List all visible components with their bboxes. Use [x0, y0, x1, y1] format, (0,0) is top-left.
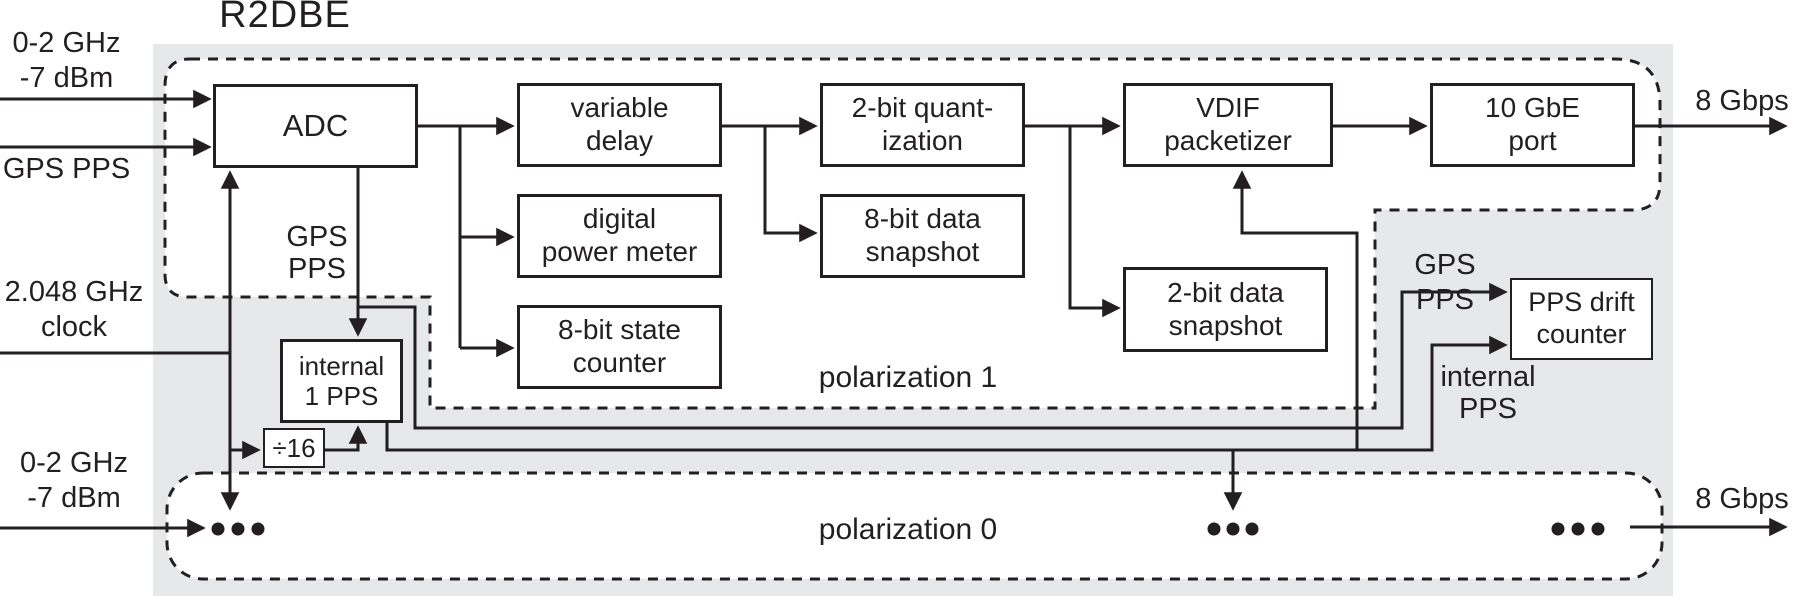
annotation-polarization0: polarization 0 — [818, 513, 998, 546]
divider-label: ÷16 — [272, 432, 316, 463]
internal-1pps-line2: 1 PPS — [304, 381, 379, 411]
state-counter-line1: 8-bit state — [558, 314, 681, 346]
block-digital-power-meter: digital power meter — [517, 194, 722, 278]
snapshot8-line2: snapshot — [865, 236, 980, 267]
input-label-clock: 2.048 GHz clock — [0, 275, 148, 345]
diagram-title: R2DBE — [219, 0, 351, 36]
vdif-line2: packetizer — [1164, 125, 1292, 156]
signal-lines — [0, 89, 1788, 538]
ellipsis-left — [211, 522, 265, 536]
annotation-polarization1: polarization 1 — [818, 361, 998, 394]
adc-label: ADC — [282, 107, 349, 143]
clock-freq: 2.048 GHz — [4, 276, 144, 308]
state-counter-line2: counter — [572, 347, 667, 378]
input-label-gps-pps: GPS PPS — [2, 153, 131, 185]
gps-pps-feed-line1: GPS — [286, 221, 348, 253]
internalpps-to-vdif-line — [1232, 170, 1359, 450]
pol0-signal-power: -7 dBm — [27, 481, 121, 514]
block-8bit-data-snapshot: 8-bit data snapshot — [820, 194, 1025, 278]
pol1-signal-power: -7 dBm — [19, 61, 114, 94]
divider-to-internal1pps-line — [325, 425, 368, 452]
block-vdif-packetizer: VDIF packetizer — [1123, 83, 1333, 167]
block-adc: ADC — [213, 84, 418, 168]
pol0-signal-freq: 0-2 GHz — [20, 447, 128, 479]
input-label-pol0-signal: 0-2 GHz -7 dBm — [0, 446, 148, 516]
block-8bit-state-counter: 8-bit state counter — [517, 305, 722, 389]
annotation-gps-pps-feed: GPS PPS — [278, 221, 356, 286]
annotation-internal-pps-right: internal PPS — [1428, 361, 1548, 426]
snapshot8-line1: 8-bit data — [864, 203, 981, 235]
snapshot2-line1: 2-bit data — [1167, 276, 1284, 308]
block-10gbe-port: 10 GbE port — [1430, 83, 1635, 167]
ellipsis-dots — [211, 522, 1605, 536]
quantization-line1: 2-bit quant- — [851, 92, 994, 124]
power-meter-line1: digital — [582, 203, 657, 235]
quantization-line2: ization — [882, 125, 963, 156]
delay-to-snapshot8-line — [763, 126, 818, 243]
output-label-pol1-rate: 8 Gbps — [1695, 85, 1789, 117]
power-meter-line2: power meter — [541, 236, 698, 267]
clock-word: clock — [40, 310, 108, 343]
input-label-pol1-signal: 0-2 GHz -7 dBm — [0, 26, 133, 96]
variable-delay-line2: delay — [586, 125, 653, 156]
internalpps-to-driftcounter-line — [385, 335, 1508, 452]
pps-drift-line2: counter — [1536, 319, 1627, 349]
snapshot2-line2: snapshot — [1168, 309, 1283, 341]
block-pps-drift-counter: PPS drift counter — [1510, 278, 1653, 360]
gps-pps-feed-line2: PPS — [287, 253, 347, 286]
output-label-pol0-rate: 8 Gbps — [1695, 483, 1789, 515]
pol1-signal-freq: 0-2 GHz — [12, 27, 121, 59]
ellipsis-middle — [1207, 522, 1259, 536]
internal-pps-right-line1: internal — [1440, 361, 1536, 393]
gpspps-to-driftcounter-line — [358, 282, 1508, 430]
quantization-to-snapshot2-line — [1068, 126, 1121, 318]
vdif-line1: VDIF — [1196, 92, 1260, 124]
internal-1pps-line1: internal — [298, 350, 385, 381]
pps-drift-line1: PPS drift — [1528, 287, 1635, 318]
block-internal-1pps: internal 1 PPS — [280, 339, 403, 423]
annotation-gps-pps-right: GPS PPS — [1414, 249, 1476, 316]
block-variable-delay: variable delay — [517, 83, 722, 167]
gbe-line2: port — [1508, 125, 1557, 156]
block-2bit-data-snapshot: 2-bit data snapshot — [1123, 267, 1328, 352]
ellipsis-right — [1551, 522, 1605, 536]
gbe-line1: 10 GbE — [1485, 92, 1580, 124]
block-divide-by-16: ÷16 — [263, 428, 325, 468]
block-2bit-quantization: 2-bit quant- ization — [820, 83, 1025, 167]
internal-pps-right-line2: PPS — [1458, 392, 1518, 425]
variable-delay-line1: variable — [570, 92, 669, 124]
